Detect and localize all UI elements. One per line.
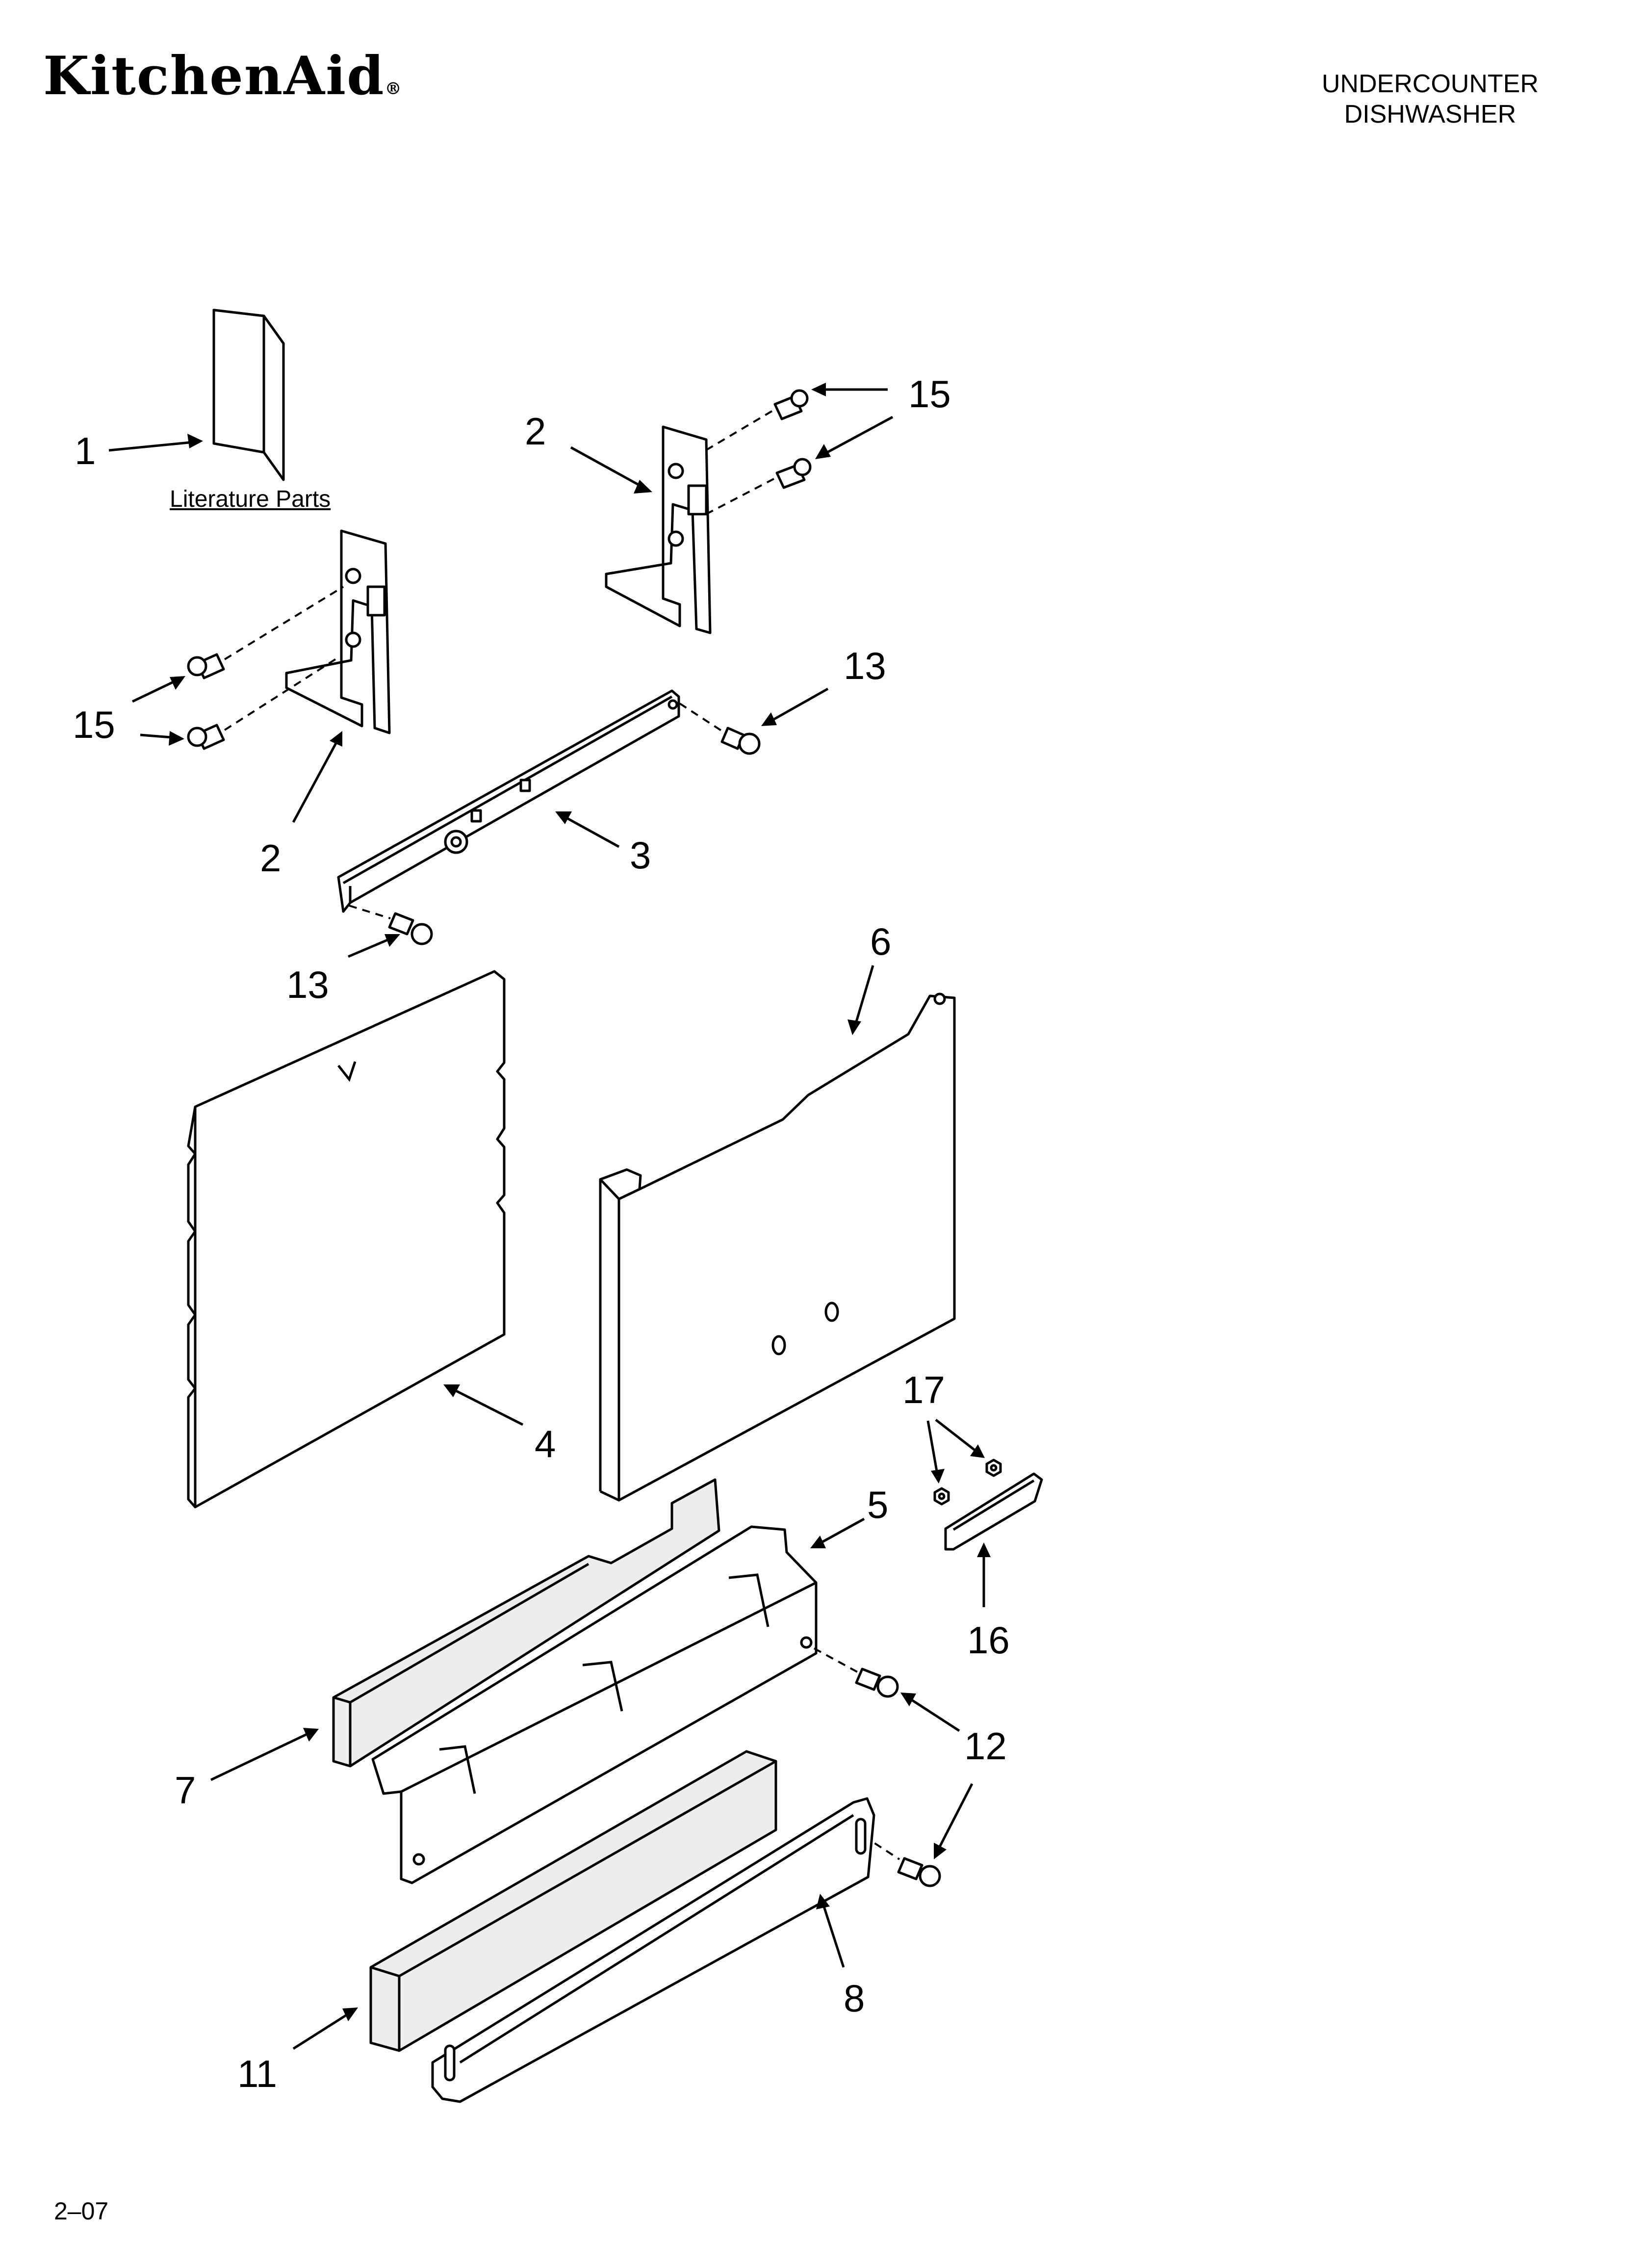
handle-trim	[944, 1472, 1043, 1551]
nut-17-b	[985, 1459, 1002, 1477]
callout-12: 12	[964, 1724, 1007, 1768]
callout-2-top-leader	[570, 446, 648, 491]
callout-7: 7	[175, 1769, 196, 1812]
callout-7-arrowhead	[303, 1728, 319, 1742]
screw-15-left-b	[187, 724, 225, 750]
screw-12-lower	[897, 1857, 941, 1887]
callout-5-leader	[815, 1517, 865, 1547]
callout-15-top-arrowhead-b	[815, 444, 831, 459]
screw-15-top-a	[773, 389, 809, 420]
screw-15-top-a-path	[701, 410, 773, 453]
callout-8-arrowhead	[816, 1894, 830, 1909]
callout-15-top-arrowhead-a	[811, 383, 826, 396]
callout-15-left: 15	[73, 703, 115, 746]
callout-12-leader-b	[935, 1783, 974, 1853]
callout-13-right: 13	[844, 644, 886, 687]
callout-13-left-leader	[348, 936, 395, 958]
callout-12-leader-a	[905, 1695, 960, 1732]
callout-17-leader-b	[935, 1419, 981, 1455]
callout-15-left-arrowhead-a	[170, 676, 185, 690]
screw-13-right	[720, 727, 761, 755]
callout-7-leader	[210, 1730, 313, 1781]
callout-15-top-leader-b	[819, 416, 894, 458]
callout-17-arrowhead-b	[970, 1444, 985, 1458]
callout-2-top-arrowhead	[634, 480, 652, 494]
callout-6: 6	[870, 920, 891, 963]
callout-17-arrowhead-a	[931, 1469, 945, 1484]
callout-15-left-leader-a	[131, 678, 180, 703]
hinge-bracket-left	[285, 529, 391, 734]
callout-1-leader	[108, 440, 200, 452]
callout-13-left-arrowhead	[385, 934, 400, 947]
literature-parts-label: Literature Parts	[170, 486, 331, 512]
screw-12-upper-path	[814, 1647, 858, 1673]
product-title-line2: DISHWASHER	[1344, 100, 1516, 129]
callout-3-leader	[559, 813, 620, 848]
callout-11-leader	[292, 2010, 353, 2050]
callout-13-right-arrowhead	[761, 712, 777, 726]
callout-11-arrowhead	[342, 2007, 358, 2021]
callout-5-arrowhead	[810, 1536, 826, 1548]
registered-mark: ®	[385, 79, 403, 99]
screw-12-upper	[855, 1668, 899, 1698]
callout-17: 17	[902, 1368, 945, 1411]
support-channel	[337, 689, 680, 913]
callout-2-left: 2	[260, 836, 281, 880]
product-title: UNDERCOUNTER DISHWASHER	[1283, 69, 1577, 130]
nut-17-a	[933, 1487, 950, 1506]
callout-6-leader	[853, 965, 874, 1029]
screw-15-top-b	[775, 458, 812, 489]
revision-code: 2–07	[54, 2197, 109, 2225]
outer-door-panel	[599, 992, 956, 1502]
callout-1: 1	[75, 429, 96, 472]
screw-15-left-a-path	[224, 586, 344, 660]
callout-8: 8	[844, 1977, 865, 2020]
callout-3: 3	[630, 834, 651, 877]
callout-16-arrowhead	[977, 1542, 991, 1557]
screw-13-left	[388, 912, 433, 945]
callout-2-left-arrowhead	[330, 731, 342, 747]
callout-3-arrowhead	[555, 811, 572, 824]
screw-15-left-a	[187, 653, 225, 679]
callout-13-right-leader	[766, 687, 829, 725]
brand-logo: KitchenAid®	[43, 45, 403, 107]
screw-15-top-b-path	[702, 478, 774, 517]
hinge-bracket-top	[605, 425, 712, 634]
literature-booklet	[212, 309, 285, 481]
kickplate	[431, 1797, 875, 2103]
callout-2-left-leader	[292, 736, 341, 823]
callout-12-arrowhead-a	[900, 1693, 916, 1706]
callout-17-leader-a	[926, 1420, 939, 1477]
callout-11: 11	[237, 2052, 277, 2095]
brand-name: KitchenAid	[43, 45, 385, 107]
callout-2-top: 2	[525, 410, 546, 453]
toe-panel-bracket	[371, 1525, 818, 1884]
insulation-strip-upper	[332, 1478, 720, 1768]
callout-4-arrowhead	[443, 1384, 460, 1397]
callout-16: 16	[967, 1618, 1010, 1662]
screw-13-left-path	[349, 905, 391, 919]
callout-1-arrowhead	[187, 434, 203, 448]
product-title-line1: UNDERCOUNTER	[1322, 70, 1539, 98]
screw-15-left-b-path	[224, 656, 339, 731]
inner-door-panel	[187, 970, 506, 1509]
callout-12-arrowhead-b	[934, 1843, 947, 1859]
callout-13-left: 13	[286, 963, 329, 1006]
callout-4-leader	[448, 1386, 524, 1426]
callout-6-arrowhead	[847, 1019, 861, 1035]
insulation-strip-lower	[369, 1750, 777, 2052]
callout-4: 4	[535, 1422, 556, 1465]
callout-5: 5	[867, 1483, 888, 1526]
screw-13-right-path	[679, 703, 723, 732]
callout-15-top: 15	[908, 372, 951, 416]
callout-15-left-arrowhead-b	[169, 731, 184, 746]
callout-8-leader	[821, 1900, 845, 1968]
